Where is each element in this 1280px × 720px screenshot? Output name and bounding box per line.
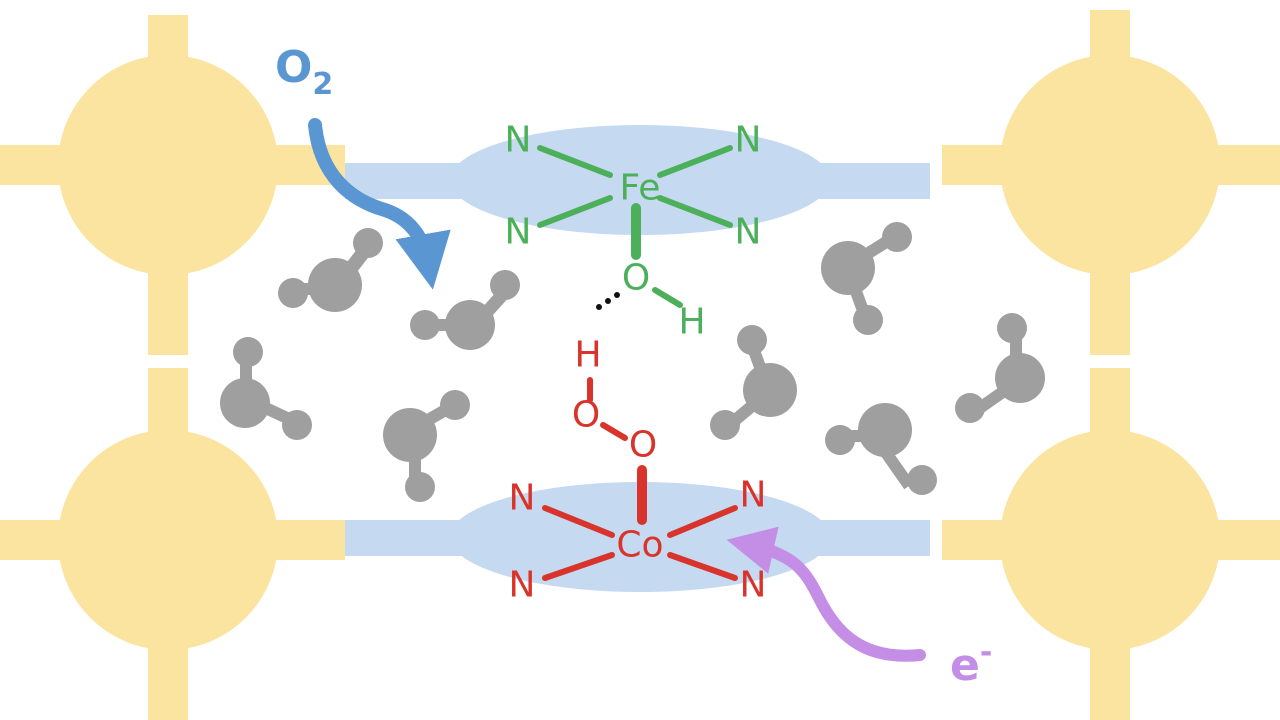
water-molecule (383, 390, 470, 502)
fe-ligand-n: N (505, 120, 532, 161)
fe-ligand-n: N (505, 212, 532, 253)
water-molecule (220, 337, 312, 440)
water-molecule (821, 222, 912, 335)
hydrogen-bond (596, 292, 620, 310)
electrode-bottom-left (0, 368, 345, 720)
water-molecule (410, 270, 520, 350)
co-ligand-n: N (509, 478, 536, 519)
co-ligand-n: N (509, 565, 536, 606)
fe-ligand-n: N (735, 212, 762, 253)
fe-hydroxide-o: O (622, 258, 650, 299)
peroxide-o2: O (629, 425, 657, 466)
water-molecule (955, 313, 1045, 423)
water-molecule (710, 325, 797, 440)
fe-hydroxide-h: H (678, 302, 705, 343)
fe-bonds (537, 145, 733, 308)
co-atom: Co (616, 525, 663, 566)
electrode-top-left (0, 15, 345, 355)
o2-label: O2 (275, 42, 333, 102)
electrode-top-right (942, 10, 1280, 355)
electrode-bottom-right (942, 368, 1280, 720)
co-ligand-n: N (740, 475, 767, 516)
co-bonds (542, 377, 738, 581)
water-molecule (825, 403, 937, 495)
peroxide-h: H (574, 335, 601, 376)
fe-atom: Fe (620, 168, 661, 209)
co-ligand-n: N (740, 565, 767, 606)
o2-arrow (308, 118, 451, 290)
electron-label: e- (950, 635, 992, 691)
fe-ligand-n: N (735, 120, 762, 161)
electron-arrow (726, 526, 926, 662)
peroxide-o1: O (572, 395, 600, 436)
water-molecule (278, 228, 383, 312)
